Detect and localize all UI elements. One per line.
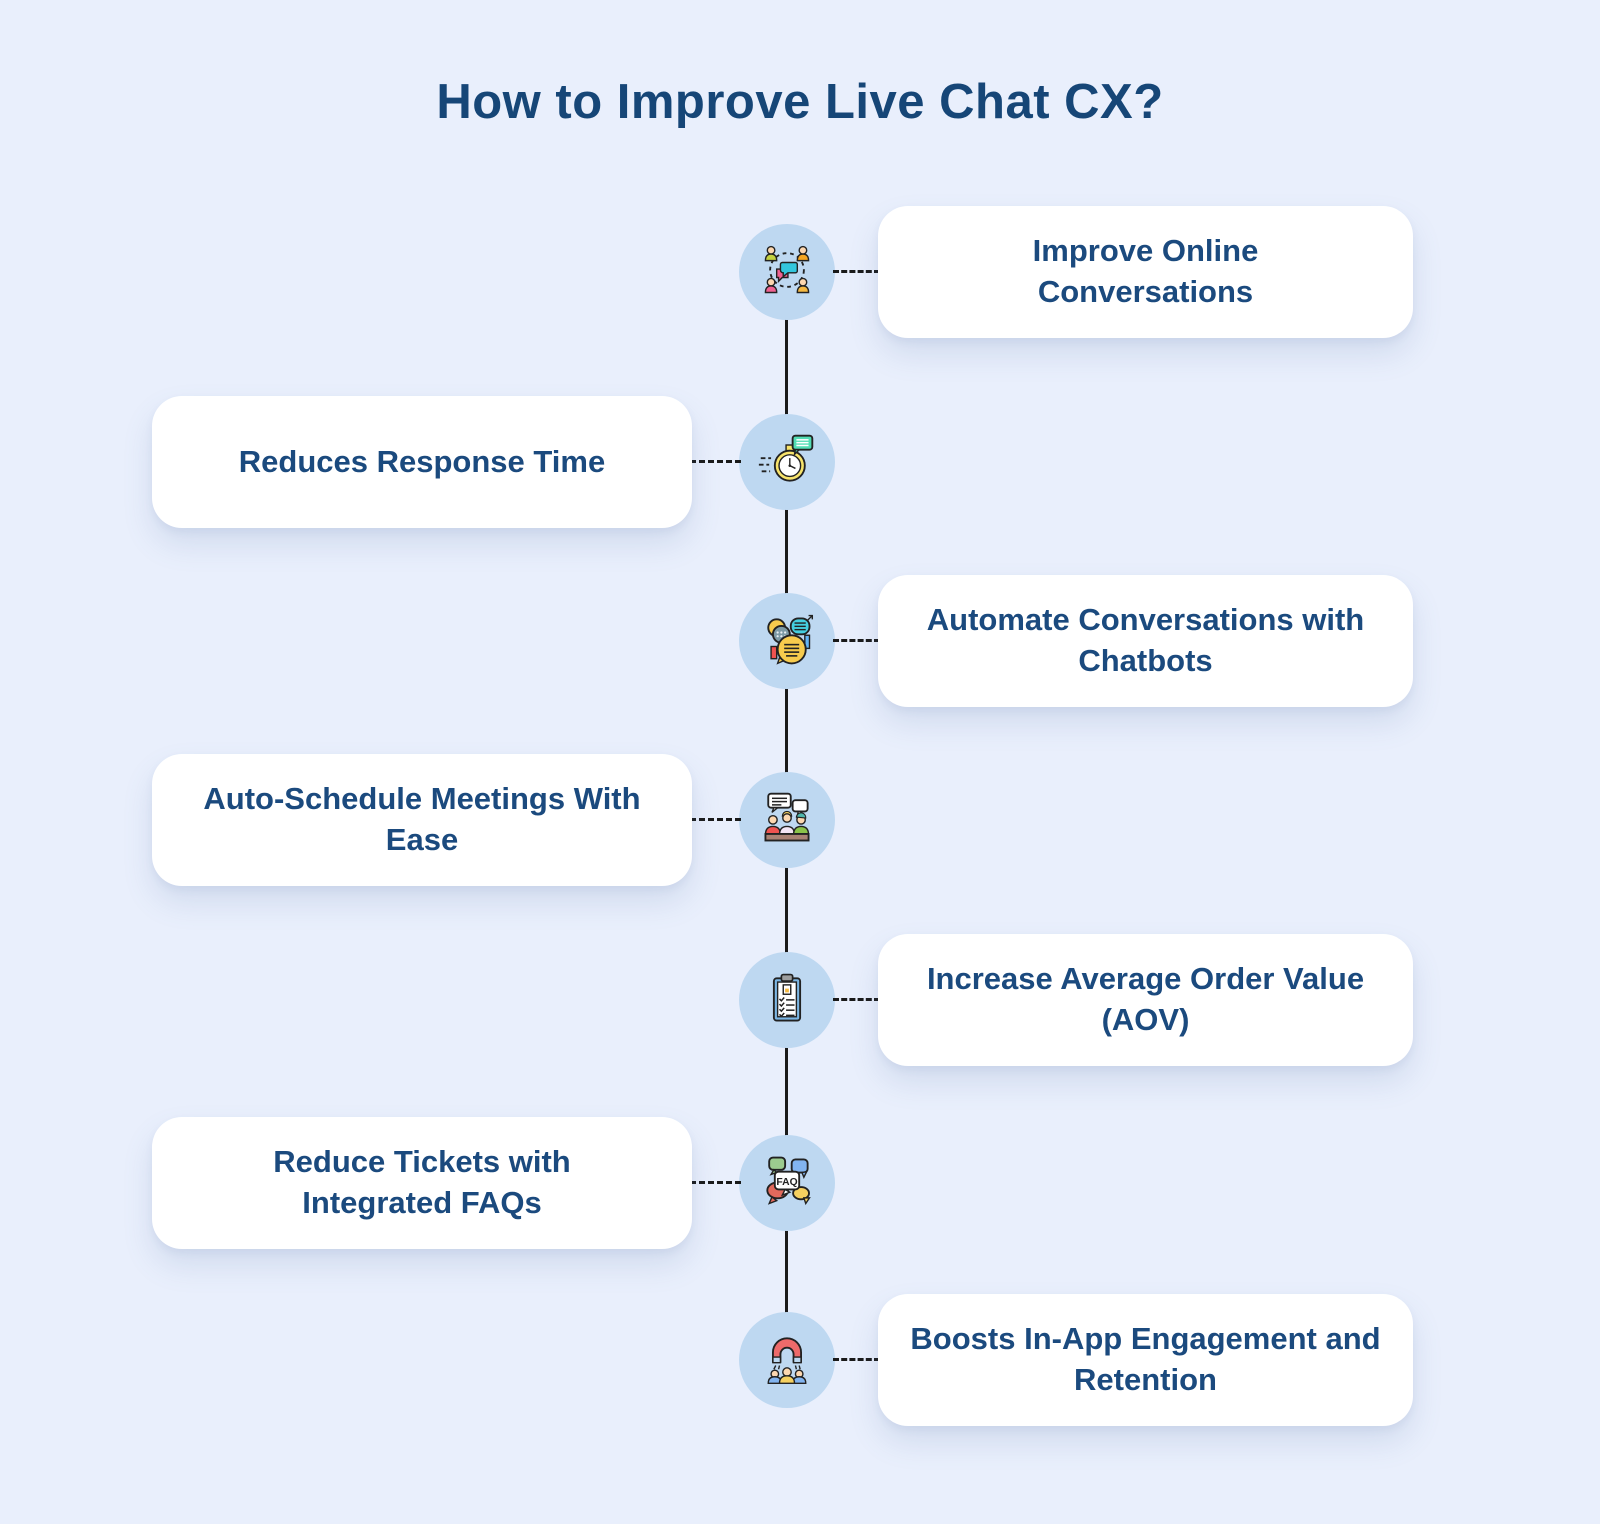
connector-4 bbox=[690, 818, 741, 821]
timeline-node-3 bbox=[739, 593, 835, 689]
clipboard-checklist-icon bbox=[757, 968, 817, 1033]
card-boosts-engagement: Boosts In-App Engagement and Retention bbox=[878, 1294, 1413, 1426]
card-label: Reduce Tickets with Integrated FAQs bbox=[273, 1144, 571, 1220]
card-label: Automate Conversations with Chatbots bbox=[926, 602, 1365, 678]
chatbot-bubbles-icon bbox=[757, 609, 817, 674]
card-auto-schedule-meetings: Auto-Schedule Meetings With Ease bbox=[152, 754, 692, 886]
timeline-node-1 bbox=[739, 224, 835, 320]
timeline-node-7 bbox=[739, 1312, 835, 1408]
timeline-node-4 bbox=[739, 772, 835, 868]
card-improve-online-conversations: Improve Online Conversations bbox=[878, 206, 1413, 338]
timeline-node-5 bbox=[739, 952, 835, 1048]
group-conversation-icon bbox=[757, 240, 817, 305]
meeting-people-icon bbox=[757, 788, 817, 853]
card-reduces-response-time: Reduces Response Time bbox=[152, 396, 692, 528]
stopwatch-chat-icon bbox=[757, 430, 817, 495]
connector-5 bbox=[833, 998, 880, 1001]
card-label: Improve Online Conversations bbox=[1032, 233, 1259, 309]
card-label: Increase Average Order Value (AOV) bbox=[926, 961, 1365, 1037]
faq-bubbles-icon: FAQ bbox=[757, 1151, 817, 1216]
timeline-node-2 bbox=[739, 414, 835, 510]
connector-1 bbox=[833, 270, 880, 273]
card-label: Reduces Response Time bbox=[238, 443, 606, 479]
connector-3 bbox=[833, 639, 880, 642]
page-title: How to Improve Live Chat CX? bbox=[436, 75, 1164, 129]
connector-2 bbox=[690, 460, 741, 463]
card-increase-aov: Increase Average Order Value (AOV) bbox=[878, 934, 1413, 1066]
connector-7 bbox=[833, 1358, 880, 1361]
card-reduce-tickets-faqs: Reduce Tickets with Integrated FAQs bbox=[152, 1117, 692, 1249]
timeline-node-6: FAQ bbox=[739, 1135, 835, 1231]
card-automate-conversations: Automate Conversations with Chatbots bbox=[878, 575, 1413, 707]
magnet-people-icon bbox=[757, 1328, 817, 1393]
card-label: Boosts In-App Engagement and Retention bbox=[910, 1321, 1381, 1397]
connector-6 bbox=[690, 1181, 741, 1184]
faq-icon-label: FAQ bbox=[776, 1176, 797, 1187]
card-label: Auto-Schedule Meetings With Ease bbox=[203, 781, 641, 857]
